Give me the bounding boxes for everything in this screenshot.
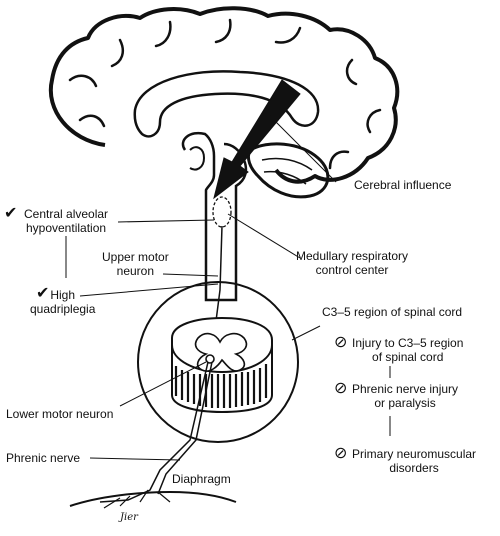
lower-motor-neuron-body bbox=[205, 354, 215, 364]
label-lower-motor-neuron: Lower motor neuron bbox=[6, 407, 114, 421]
cerebral-influence-arrow bbox=[213, 79, 301, 200]
label-injury-c35: Injury to C3–5 region of spinal cord bbox=[352, 336, 464, 364]
label-primary-neuromuscular: Primary neuromuscular disorders bbox=[352, 447, 477, 475]
phrenic-nerve-line bbox=[99, 361, 209, 503]
label-cerebral-influence: Cerebral influence bbox=[354, 178, 452, 192]
prohibited-icon: ⊘ bbox=[334, 332, 348, 351]
cerebellum-folia bbox=[261, 157, 313, 185]
label-medullary-center: Medullary respiratory control center bbox=[296, 249, 409, 277]
cerebrum-gyri bbox=[68, 18, 382, 170]
label-diaphragm: Diaphragm bbox=[172, 472, 231, 486]
leader-lines bbox=[65, 115, 391, 461]
diaphragm-branches bbox=[103, 489, 171, 509]
spinal-cord-top-rim bbox=[171, 344, 273, 374]
prohibited-icon: ⊘ bbox=[334, 443, 348, 462]
label-upper-motor-neuron: Upper motor neuron bbox=[102, 250, 169, 278]
phrenic-nerve-line-2 bbox=[157, 361, 213, 495]
label-phrenic-injury: Phrenic nerve injury or paralysis bbox=[352, 382, 459, 410]
spinal-cord-magnifier bbox=[137, 281, 299, 443]
cerebellum bbox=[246, 142, 330, 199]
diaphragm-shape bbox=[69, 490, 237, 507]
artist-signature: Jier bbox=[120, 512, 138, 523]
prohibited-icon: ⊘ bbox=[334, 378, 348, 397]
label-central-alveolar: Central alveolar hypoventilation bbox=[24, 207, 109, 235]
medullary-center-oval bbox=[212, 196, 232, 228]
label-high-quadriplegia: High quadriplegia bbox=[30, 288, 96, 316]
cerebrum-outline bbox=[48, 6, 400, 184]
brainstem-inner bbox=[189, 146, 206, 171]
label-phrenic-nerve: Phrenic nerve bbox=[6, 451, 81, 465]
checkmark-icon: ✔ bbox=[4, 203, 18, 222]
checkmark-icon: ✔ bbox=[36, 283, 50, 302]
label-c35-region: C3–5 region of spinal cord bbox=[322, 305, 463, 319]
